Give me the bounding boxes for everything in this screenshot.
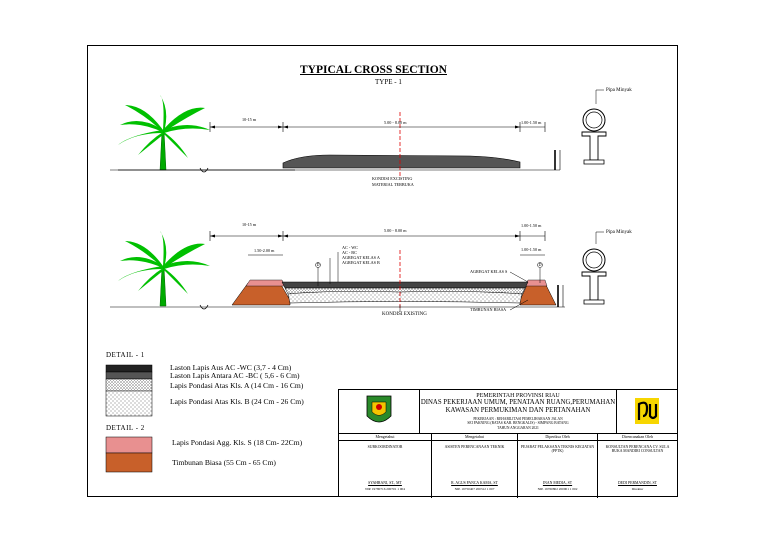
legend-timbunan: Timbunan Biasa (55 Cm - 65 Cm): [172, 458, 276, 467]
note-existing-2: KONDISI EXISTING: [382, 312, 427, 317]
page-subtitle: TYPE - 1: [375, 78, 402, 86]
dim-left-2: 10-15 m: [242, 222, 257, 227]
timbunan-left: [231, 282, 291, 306]
dim-road-1: 5.00 - 8.00 m: [384, 120, 407, 125]
signatory-nip: NIP. 19760802 200901 1 002: [537, 487, 578, 491]
dim-road-2: 5.00 - 8.00 m: [384, 228, 407, 233]
column-label: Mengetahui: [432, 434, 517, 441]
column-role: PEJABAT PELAKSANA TEKNIS KEGIATAN (PPTK): [520, 445, 595, 453]
column-label: Direncanakan Oleh: [598, 434, 677, 441]
page-title: TYPICAL CROSS SECTION: [300, 64, 447, 76]
title-block-header: PEMERINTAH PROVINSI RIAU DINAS PEKERJAAN…: [419, 390, 617, 433]
callout-ac-bc: AC - BC: [342, 250, 357, 255]
pu-logo-icon: [616, 390, 677, 433]
existing-road: [282, 154, 521, 169]
signatory-nip: NIP. 19750407 200312 1 007: [454, 487, 495, 491]
signatory-name: INAN MEDIA, ST: [542, 481, 573, 485]
pipe-label-1: Pipa Minyak: [606, 88, 632, 93]
signatory-nip: NIP. 19780716 200701 1 004: [365, 487, 405, 491]
dim-right-inner-2: 1.00-1.50 m: [521, 247, 542, 252]
column-role: KONSULTAN PERENCANA CV. SULA BUKA MANDIR…: [605, 445, 670, 453]
dim-right-top-2: 1.00-1.50 m: [521, 223, 542, 228]
section-1: [110, 89, 607, 178]
riau-emblem-icon: [339, 390, 420, 433]
oil-pipe-icon: [581, 248, 607, 305]
column-label: Diperiksa Oleh: [518, 434, 597, 441]
signature-column: Mengetahui SUBKOORDINATOR SYAHRANI, ST.,…: [339, 433, 432, 498]
drain-ditch: [199, 304, 209, 310]
detail-1-swatches: [105, 364, 153, 417]
signatory-name: DEDI PERMANDIN, ST: [618, 481, 657, 485]
signatory-name: R. AGUS PANCA KAMA, ST: [451, 481, 498, 485]
agg-s-right: [524, 279, 548, 287]
note-material: MATERIAL TERBUKA: [372, 182, 414, 187]
callout-ac-wc: AC - WC: [342, 245, 358, 250]
pipe-label-2: Pipa Minyak: [606, 230, 632, 235]
dim-left-inner-2: 1.50-2.00 m: [254, 248, 275, 253]
legend-agg-s: Lapis Pondasi Agg. Kls. S (18 Cm- 22Cm): [172, 438, 303, 447]
legend-pondasi-b: Lapis Pondasi Atas Kls. B (24 Cm - 26 Cm…: [170, 397, 304, 406]
dim-right-1: 1.00-1.50 m: [521, 120, 542, 125]
signature-column: Direncanakan Oleh KONSULTAN PERENCANA CV…: [598, 433, 677, 498]
oil-pipe-icon: [581, 108, 607, 165]
org-line-2: DINAS PEKERJAAN UMUM, PENATAAN RUANG,PER…: [420, 399, 616, 406]
column-role: ASISTEN PERENCANAAN TEKNIK: [444, 445, 505, 449]
project-line-3: TAHUN ANGGARAN 2021: [497, 425, 539, 430]
title-block: PEMERINTAH PROVINSI RIAU DINAS PEKERJAAN…: [338, 389, 678, 498]
column-label: Mengetahui: [339, 434, 431, 441]
callout-timbunan: TIMBUNAN BIASA: [470, 307, 507, 312]
agg-s-left: [245, 279, 286, 287]
legend-pondasi-a: Lapis Pondasi Atas Kls. A (14 Cm - 16 Cm…: [170, 381, 304, 390]
callout-agregat-s: AGREGAT KELAS S: [470, 269, 508, 274]
column-role: SUBKOORDINATOR: [367, 445, 403, 449]
legend-ac-wc: Laston Lapis Aus AC -WC (3,7 - 4 Cm): [170, 363, 292, 372]
org-line-3: KAWASAN PERMUKIMAN DAN PERTANAHAN: [445, 406, 591, 414]
signature-column: Mengetahui ASISTEN PERENCANAAN TEKNIK R.…: [432, 433, 518, 498]
project-line-2: SEI PAKNING (BATAS KAB. BENGKALIS) - SIM…: [467, 421, 569, 426]
signatory-nip: Direktur: [631, 487, 644, 491]
org-line-1: PEMERINTAH PROVINSI RIAU: [476, 393, 560, 399]
palm-tree-icon: [117, 94, 211, 171]
agregat-b-layer: [287, 291, 523, 304]
project-line-1: PEKERJAAN : REHABILITASI PEMELIHARAAN JA…: [473, 416, 563, 421]
callout-agregat-b: AGREGAT KELAS B: [342, 260, 380, 265]
section-2: [110, 230, 607, 312]
signature-column: Diperiksa Oleh PEJABAT PELAKSANA TEKNIS …: [518, 433, 598, 498]
note-existing: KONDISI EXCISTING: [372, 176, 413, 181]
legend-ac-bc: Laston Lapis Antara AC -BC ( 5,6 - 6 Cm): [170, 371, 300, 380]
detail-2-heading: DETAIL - 2: [106, 424, 145, 432]
palm-tree-icon: [117, 230, 211, 307]
detail-2-swatches: [105, 436, 153, 473]
callout-agregat-a: AGREGAT KELAS A: [342, 255, 380, 260]
signatory-name: SYAHRANI, ST., MT: [368, 481, 402, 485]
dim-left-1: 10-15 m: [242, 117, 257, 122]
drain-ditch: [199, 167, 209, 173]
marker-d-left: D: [316, 262, 320, 267]
ac-layer: [281, 281, 529, 289]
marker-d-right: D: [538, 262, 542, 267]
detail-1-heading: DETAIL - 1: [106, 351, 145, 359]
